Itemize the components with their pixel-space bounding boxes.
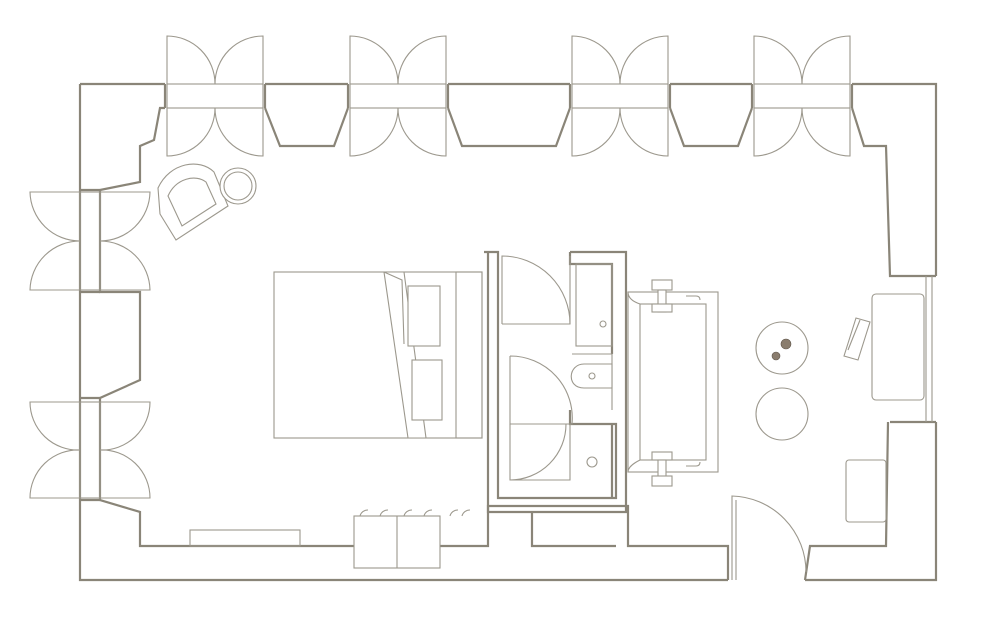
sofa-side-table-bottom xyxy=(651,451,673,461)
bathroom-walls xyxy=(484,250,628,548)
top-window-jambs xyxy=(163,84,854,108)
window-top-2 xyxy=(349,35,447,157)
outer-wall xyxy=(78,82,938,582)
lounge-armchair xyxy=(157,163,229,241)
entrance-door xyxy=(731,495,807,580)
shower-door xyxy=(509,355,573,481)
side-table xyxy=(219,167,257,205)
right-window-frame xyxy=(925,276,933,422)
french-windows xyxy=(29,35,851,499)
toilet xyxy=(570,363,613,389)
pillow-bottom xyxy=(411,359,443,421)
sofa xyxy=(627,279,719,487)
exterior-walls xyxy=(78,82,938,582)
inner-wall-right xyxy=(803,420,936,581)
bathroom-partition xyxy=(484,250,628,514)
window-left-2 xyxy=(29,401,151,499)
window-top-3 xyxy=(571,35,669,157)
bathroom-front-wall xyxy=(530,512,616,548)
inner-wall-bottom xyxy=(440,504,730,580)
toilet-niche xyxy=(572,353,613,410)
window-top-4 xyxy=(753,35,851,157)
armchair-small xyxy=(845,459,887,523)
writing-desk xyxy=(843,293,925,401)
sofa-side-table-top xyxy=(651,279,673,291)
desk-lamp xyxy=(843,317,871,361)
window-left-1 xyxy=(29,191,151,291)
double-bed xyxy=(273,271,483,439)
pillow-top xyxy=(407,285,441,347)
shower-drain xyxy=(586,456,598,468)
sideboard xyxy=(189,529,301,547)
washbasin xyxy=(575,263,613,347)
flower-decoration-1 xyxy=(780,338,792,350)
inner-wall-top xyxy=(99,106,936,278)
flower-decoration-2 xyxy=(771,351,781,361)
window-top-1 xyxy=(166,35,264,157)
bathroom-door-top xyxy=(501,255,571,325)
round-table xyxy=(755,387,809,441)
round-coffee-table xyxy=(755,321,809,375)
wardrobe xyxy=(353,509,471,569)
left-window-jambs xyxy=(80,188,100,502)
